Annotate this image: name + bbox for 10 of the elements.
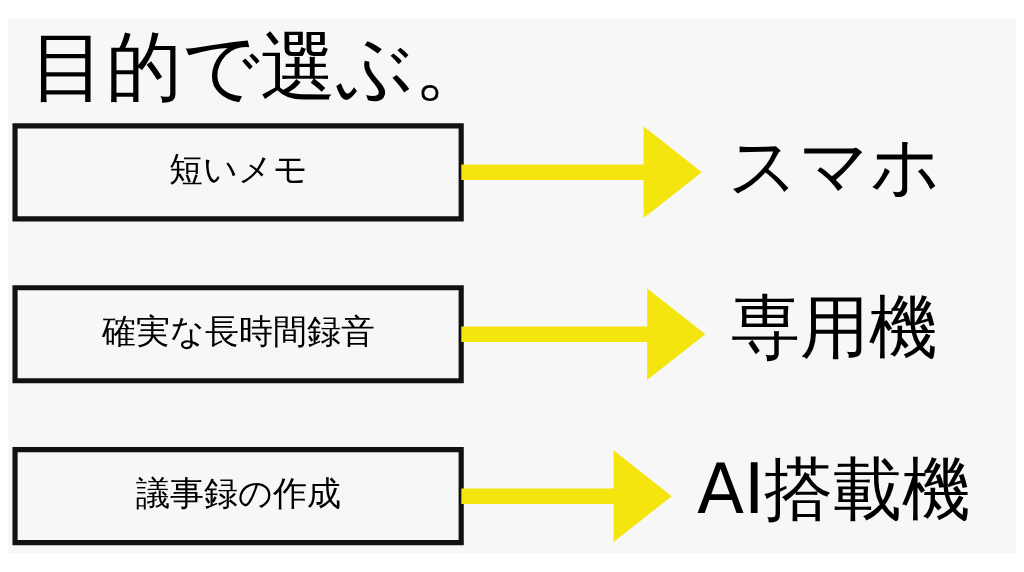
arrow: [461, 288, 706, 381]
node-text: スマホ: [727, 125, 941, 206]
node-text: AI搭載機: [696, 449, 972, 530]
node-text: 専用機: [730, 287, 938, 368]
diagram-title: 目的で選ぶ。: [29, 23, 490, 112]
node-box: 議事録の作成: [12, 447, 464, 546]
node-box: 短いメモ: [12, 123, 464, 222]
arrow: [461, 450, 672, 542]
node-box: 確実な長時間録音: [12, 285, 464, 384]
arrow: [461, 126, 702, 219]
